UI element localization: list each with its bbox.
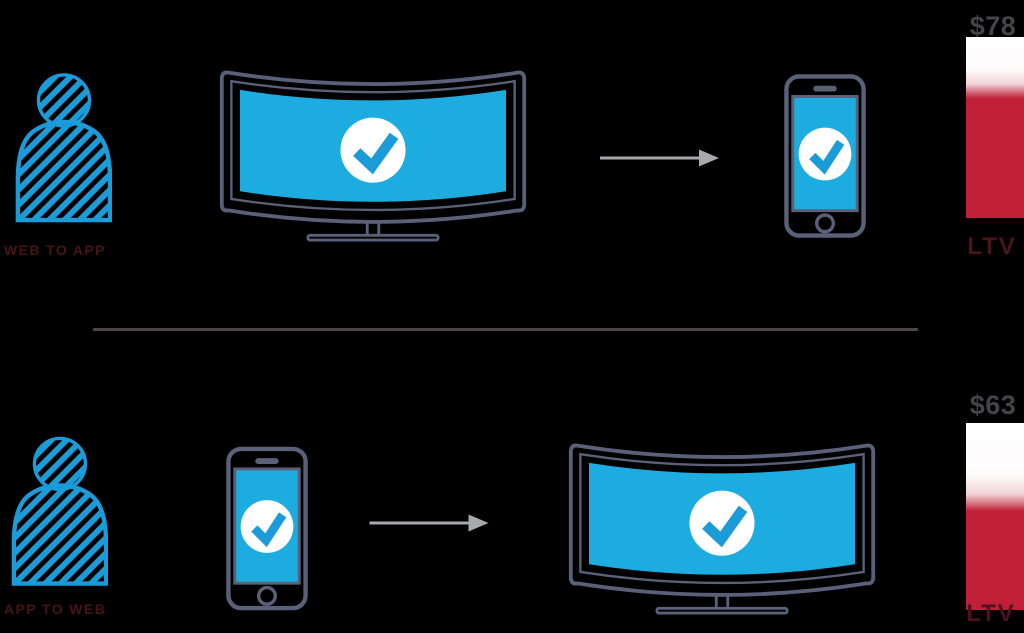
ltv-axis-label: LTV [966,600,1016,627]
ltv-axis-label: LTV [967,233,1017,260]
smartphone-check-icon [784,74,866,238]
ltv-gradient-bar [966,37,1024,218]
check-mark-icon [702,505,748,548]
ltv-value-web-to-app: $78 [969,11,1017,41]
arrow-right-icon [600,149,719,167]
arrow-right-icon [369,514,489,532]
phone-speaker [255,458,279,465]
check-mark-icon [353,132,399,175]
row-label-app-to-web: APP TO WEB [4,601,107,617]
ltv-gradient-bar [966,423,1024,610]
check-mark-icon [251,512,287,548]
check-mark-icon [809,139,845,175]
user-icon [15,73,112,223]
curved-tv-check-icon [568,443,876,615]
smartphone-check-icon [226,446,308,611]
user-icon [11,436,108,586]
row-label-web-to-app: WEB TO APP [4,242,106,258]
phone-home-button [256,585,278,606]
curved-tv-check-icon [219,70,527,242]
phone-speaker [813,85,837,92]
ltv-value-app-to-web: $63 [969,390,1017,420]
section-divider [93,328,918,331]
phone-home-button [814,213,836,234]
